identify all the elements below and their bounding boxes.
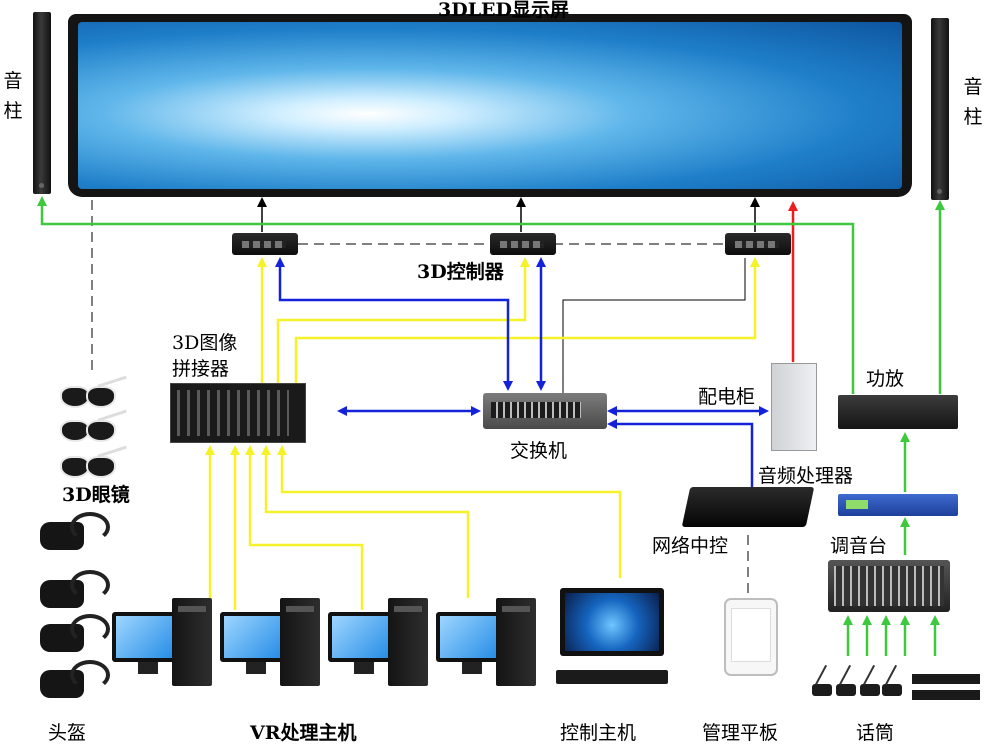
net-control-label: 网络中控 bbox=[652, 535, 729, 557]
screen-label: 3DLED显示屏 bbox=[438, 0, 570, 21]
switch-label: 交换机 bbox=[510, 440, 568, 462]
controller-label: 3D控制器 bbox=[417, 261, 504, 283]
3d-glasses-icon bbox=[58, 409, 129, 442]
vr-host-icon bbox=[328, 598, 428, 686]
audio-processor-icon bbox=[838, 494, 958, 516]
desk-mic-icon bbox=[878, 662, 904, 700]
3d-glasses-icon bbox=[58, 375, 129, 408]
amplifier-icon bbox=[838, 395, 958, 429]
controller-icon bbox=[725, 233, 791, 255]
led-screen-icon bbox=[68, 14, 912, 197]
vr-headset-icon bbox=[40, 570, 110, 610]
3d-glasses-icon bbox=[58, 445, 129, 478]
vr-host-icon bbox=[220, 598, 320, 686]
glasses-label: 3D眼镜 bbox=[62, 484, 130, 506]
vr-host-icon bbox=[436, 598, 536, 686]
mixer-label: 调音台 bbox=[830, 535, 888, 557]
splicer-icon bbox=[170, 383, 306, 443]
vr-headset-icon bbox=[40, 614, 110, 654]
switch-icon bbox=[483, 393, 607, 429]
net-control-icon bbox=[681, 487, 815, 527]
cabinet-icon bbox=[771, 363, 817, 451]
speaker-icon bbox=[931, 18, 949, 200]
headset-label: 头盔 bbox=[48, 722, 87, 744]
controller-icon bbox=[232, 233, 298, 255]
speaker-icon bbox=[33, 12, 51, 194]
audio-processor-label: 音频处理器 bbox=[758, 465, 854, 487]
desk-mic-icon bbox=[832, 662, 858, 700]
vr-host-icon bbox=[112, 598, 212, 686]
speaker-left-label: 音柱 bbox=[3, 70, 23, 122]
desk-mic-icon bbox=[856, 662, 882, 700]
desk-mic-icon bbox=[808, 662, 834, 700]
amplifier-label: 功放 bbox=[866, 368, 905, 390]
speaker-right-label: 音柱 bbox=[963, 76, 983, 128]
splicer-label: 3D图像拼接器 bbox=[172, 332, 238, 380]
mics-label: 话筒 bbox=[856, 722, 895, 744]
vr-headset-icon bbox=[40, 512, 110, 552]
wireless-mic-icon bbox=[912, 660, 980, 702]
vr-hosts-label: VR处理主机 bbox=[250, 722, 357, 744]
control-pc-icon bbox=[556, 588, 668, 688]
vr-headset-icon bbox=[40, 660, 110, 700]
cabinet-label: 配电柜 bbox=[698, 386, 756, 408]
tablet-icon bbox=[724, 598, 778, 676]
mixer-icon bbox=[828, 560, 950, 612]
tablet-label: 管理平板 bbox=[702, 722, 779, 744]
controller-icon bbox=[490, 233, 556, 255]
control-host-label: 控制主机 bbox=[560, 722, 637, 744]
